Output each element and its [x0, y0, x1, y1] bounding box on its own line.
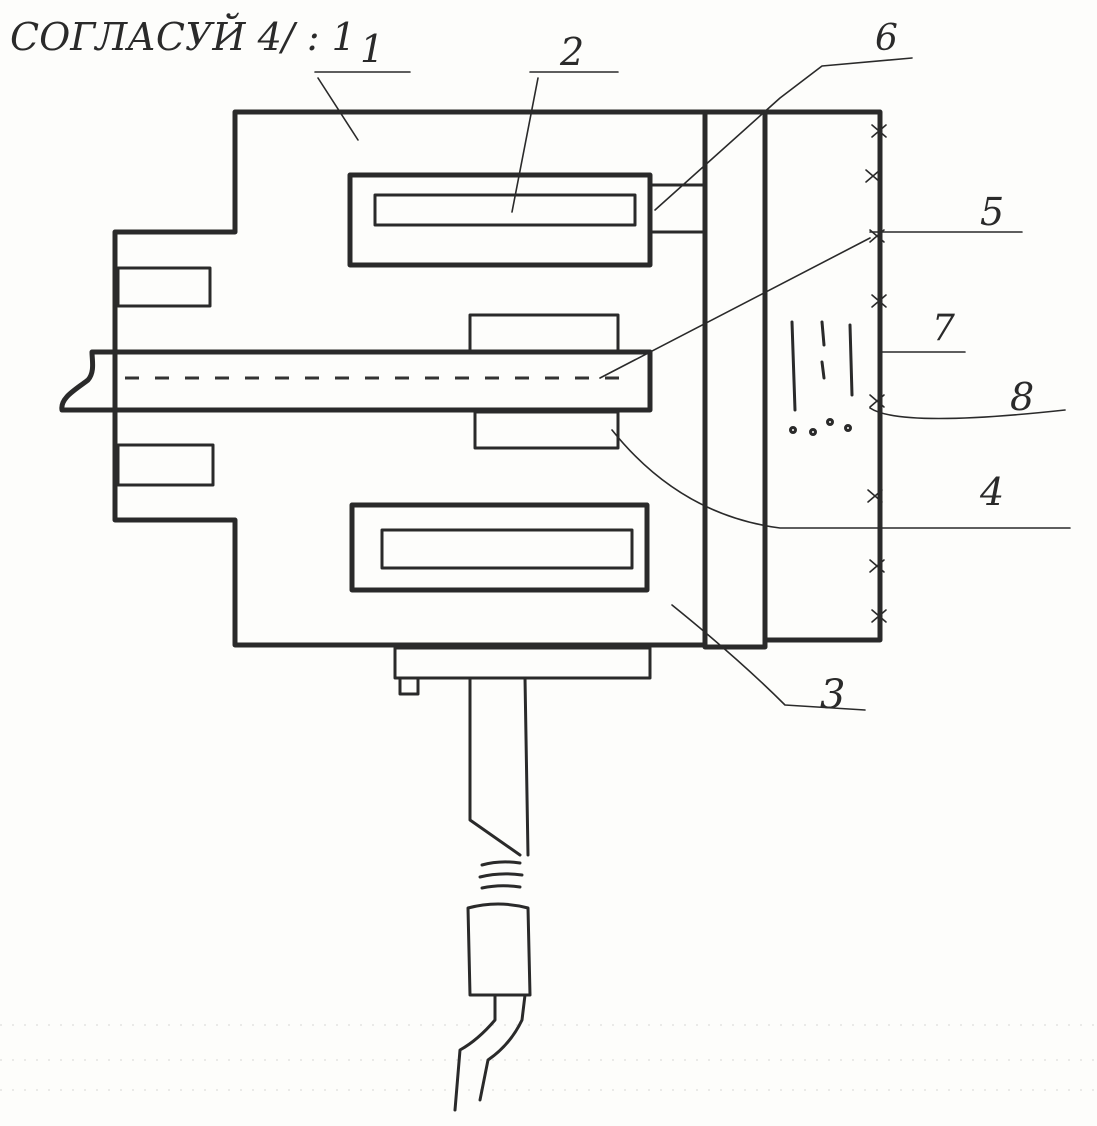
label-6: 6	[875, 18, 898, 59]
label-1: 1	[360, 27, 384, 71]
cable-break	[478, 860, 524, 890]
bottom-coil-winding	[380, 528, 634, 570]
cover-cross-marks	[865, 124, 887, 623]
bottom-connector	[393, 646, 652, 680]
bottom-coil-slot	[349, 502, 650, 593]
leader-lines	[314, 57, 1071, 711]
label-8: 8	[1010, 375, 1034, 419]
left-bolt-bottom	[116, 443, 215, 487]
top-coil-slot	[347, 172, 653, 268]
cable-end	[453, 993, 527, 1112]
cable-lower	[466, 902, 532, 997]
header-text: СОГЛАСУЙ 4/ : 1	[10, 14, 356, 59]
paper-ruling	[0, 1024, 1097, 1091]
cavity-marks	[789, 320, 854, 436]
label-2: 2	[559, 30, 584, 74]
cable-upper	[468, 676, 530, 857]
outer-cover	[762, 109, 883, 643]
label-7: 7	[932, 308, 955, 349]
plate	[702, 109, 768, 650]
left-bolt-top	[116, 266, 212, 308]
shaft	[59, 349, 653, 413]
bottom-connector-tab	[398, 676, 420, 696]
bushing-bottom	[473, 410, 620, 450]
top-coil-winding	[373, 193, 637, 227]
label-3: 3	[820, 672, 845, 718]
label-4: 4	[979, 470, 1004, 514]
label-5: 5	[980, 190, 1004, 234]
bushing-top	[468, 313, 620, 355]
